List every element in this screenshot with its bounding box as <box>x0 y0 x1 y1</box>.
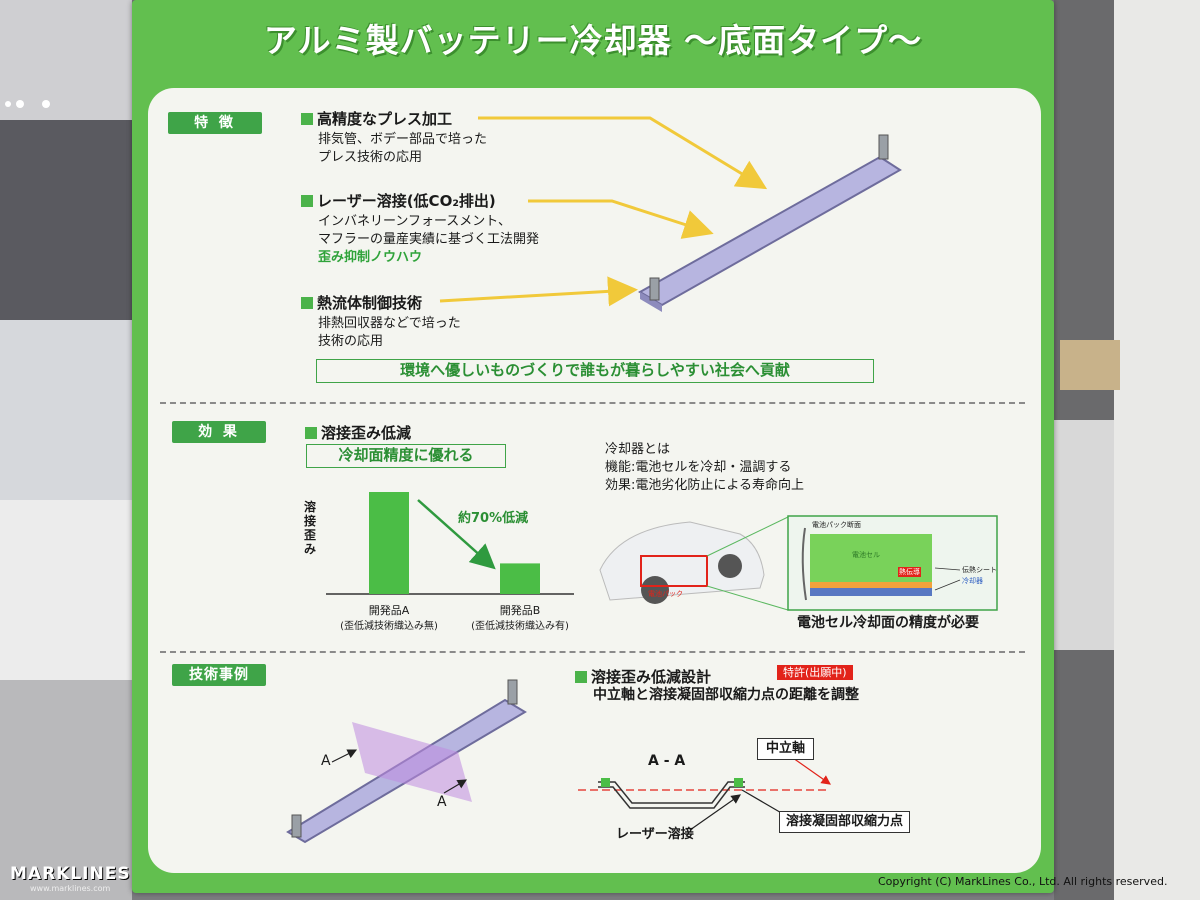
feature-laser-line2: マフラーの量産実績に基づく工法開発 <box>318 232 540 247</box>
feature-thermal-line1: 排熱回収器などで培った <box>318 316 461 331</box>
feature-press-title: 高精度なプレス加工 <box>301 108 452 129</box>
feature-laser-highlight: 歪み抑制ノウハウ <box>318 250 423 265</box>
board-title: アルミ製バッテリー冷却器 ～底面タイプ～ <box>263 21 923 60</box>
cooler-desc-2: 効果:電池劣化防止による寿命向上 <box>605 478 804 493</box>
bullet-square-icon <box>301 297 313 309</box>
content-panel <box>148 88 1041 873</box>
feature-press-line1: 排気管、ボデー部品で培った <box>318 132 488 147</box>
divider-1 <box>160 402 1025 404</box>
effects-title: 溶接歪み低減 <box>305 422 411 443</box>
section-a-label-left: A <box>321 753 331 769</box>
laser-weld-label: レーザー溶接 <box>616 827 694 842</box>
heat-sheet-label: 伝熱シート <box>962 566 997 574</box>
feature-thermal-title: 熱流体制御技術 <box>301 292 422 313</box>
feature-laser-line1: インバネリーンフォースメント、 <box>318 214 512 229</box>
chart-category-a-note: (歪低減技術織込み無) <box>340 621 438 632</box>
pack-section-label: 電池パック断面 <box>812 521 861 529</box>
cell-label: 電池セル <box>852 551 880 559</box>
section-a-label-right: A <box>437 794 447 810</box>
bullet-square-icon <box>575 671 587 683</box>
examples-label: 技術事例 <box>172 664 266 686</box>
bullet-square-icon <box>301 195 313 207</box>
copyright-text: Copyright (C) MarkLines Co., Ltd. All ri… <box>878 875 1168 888</box>
shrink-point-label: 溶接凝固部収縮力点 <box>779 811 911 833</box>
examples-title: 溶接歪み低減設計 <box>575 666 711 687</box>
slogan-box: 環境へ優しいものづくりで誰もが暮らしやすい社会へ貢献 <box>316 359 874 383</box>
neutral-axis-label: 中立軸 <box>757 738 815 760</box>
battery-pack-label: 電池パック <box>648 590 683 598</box>
cooler-desc-0: 冷却器とは <box>605 442 671 457</box>
chart-category-a: 開発品A <box>368 604 410 617</box>
cooler-label: 冷却器 <box>962 577 983 585</box>
features-label: 特 徴 <box>168 112 262 134</box>
chart-annotation: 約70%低減 <box>458 511 529 526</box>
bullet-square-icon <box>301 113 313 125</box>
section-aa-title: A - A <box>648 753 686 769</box>
feature-press-line2: プレス技術の応用 <box>318 150 423 165</box>
chart-category-b: 開発品B <box>499 604 541 617</box>
heat-callout-label: 熱伝導 <box>898 567 921 577</box>
chart-ylabel: 溶接歪み <box>303 500 316 556</box>
examples-desc: 中立軸と溶接凝固部収縮力点の距離を調整 <box>593 687 859 703</box>
chart-category-b-note: (歪低減技術織込み有) <box>471 621 569 632</box>
marklines-logo: MARKLINES <box>10 864 131 884</box>
patent-badge: 特許(出願中) <box>777 665 853 680</box>
cooler-desc-1: 機能:電池セルを冷却・温調する <box>605 460 792 475</box>
bullet-square-icon <box>305 427 317 439</box>
effects-subtitle-box: 冷却面精度に優れる <box>306 444 506 468</box>
feature-thermal-line2: 技術の応用 <box>318 334 384 349</box>
feature-laser-title: レーザー溶接(低CO₂排出) <box>301 190 496 211</box>
divider-2 <box>160 651 1025 653</box>
effects-label: 効 果 <box>172 421 266 443</box>
marklines-url: www.marklines.com <box>30 884 111 893</box>
cooling-caption: 電池セル冷却面の精度が必要 <box>797 615 979 631</box>
